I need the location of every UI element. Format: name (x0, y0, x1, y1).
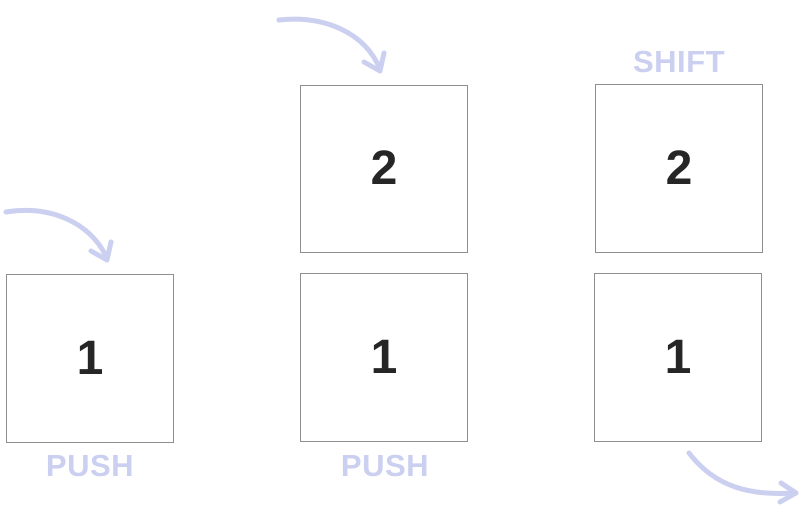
box-label: 1 (664, 330, 692, 384)
stack-box: 1 (300, 273, 468, 442)
push-arrow-icon (276, 16, 387, 74)
operation-label: PUSH (340, 448, 430, 483)
stack-box: 2 (300, 85, 468, 253)
stack-box: 2 (595, 84, 763, 253)
box-label: 2 (665, 141, 693, 195)
stack-box: 1 (6, 274, 174, 443)
operation-label: SHIFT (632, 44, 726, 79)
push-arrow-icon (3, 207, 114, 263)
box-label: 2 (370, 142, 398, 195)
operation-label: PUSH (45, 448, 135, 483)
stack-box: 1 (594, 273, 762, 442)
shift-arrow-icon (686, 450, 799, 505)
box-label: 1 (76, 331, 104, 385)
box-label: 1 (370, 330, 398, 384)
